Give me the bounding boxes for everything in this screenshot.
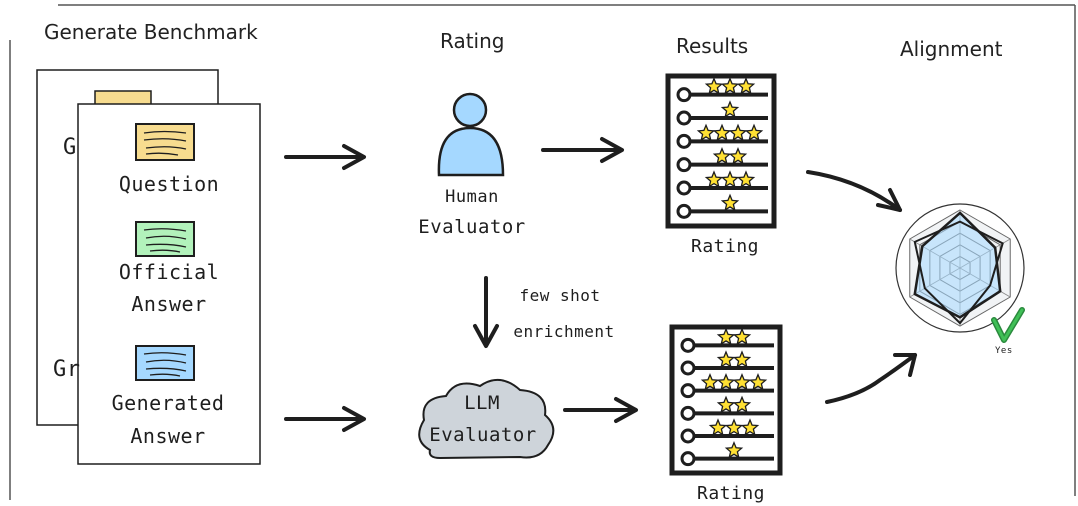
star-icon: [748, 372, 768, 391]
rating-row: [680, 327, 774, 353]
star-icon: [728, 123, 748, 142]
human-evaluator-label-1: Human: [445, 187, 499, 207]
official-answer-label-1: Official: [118, 260, 220, 284]
back-doc-fragment-top: G: [63, 135, 77, 160]
star-icon: [732, 372, 752, 391]
arrow-human-to-results: [541, 137, 624, 163]
star-icon: [732, 327, 752, 346]
star-icon: [732, 395, 752, 414]
star-icon: [712, 123, 732, 142]
radar-chart-icon: [895, 203, 1025, 333]
official-answer-label-2: Answer: [131, 292, 207, 316]
rating-row: [676, 146, 768, 173]
star-icon: [736, 76, 756, 95]
llm-cloud-icon: [418, 379, 555, 460]
star-icon: [724, 418, 744, 436]
llm-evaluator-label-2: Evaluator: [429, 424, 537, 446]
rating-row: [676, 170, 768, 196]
check-icon: [991, 307, 1025, 343]
rating-row: [676, 123, 768, 149]
frame: [9, 4, 1076, 500]
rating-row: [676, 76, 768, 103]
rating-row: [680, 350, 774, 376]
star-icon: [732, 350, 752, 368]
star-icon: [696, 123, 716, 142]
header-rating: Rating: [440, 29, 505, 53]
star-icon: [704, 170, 724, 188]
star-icon: [720, 170, 740, 188]
header-generate-benchmark: Generate Benchmark: [44, 20, 258, 44]
human-evaluator-label-2: Evaluator: [418, 216, 526, 238]
star-icon: [716, 350, 736, 368]
star-icon: [736, 170, 756, 188]
question-label: Question: [118, 172, 220, 196]
generated-answer-label-2: Answer: [130, 424, 206, 448]
header-alignment: Alignment: [900, 37, 1003, 61]
star-icon: [700, 372, 720, 391]
rating-row: [680, 372, 774, 399]
human-evaluator-icon: [437, 92, 505, 177]
results-table-bottom: [669, 324, 783, 476]
star-icon: [708, 418, 728, 436]
arrow-top-results-to-radar: [806, 170, 902, 212]
back-doc-fragment-bottom: Gr: [53, 357, 81, 382]
star-icon: [720, 193, 740, 212]
results-top-label: Rating: [690, 236, 760, 257]
star-icon: [716, 327, 736, 346]
star-icon: [728, 146, 748, 165]
rating-row: [676, 193, 768, 219]
arrow-doc-to-human: [284, 144, 366, 170]
arrow-bottom-results-to-radar: [825, 353, 917, 404]
results-bottom-label: Rating: [696, 483, 766, 504]
star-icon: [712, 146, 732, 165]
star-icon: [716, 395, 736, 414]
rating-row: [680, 440, 774, 467]
star-icon: [704, 76, 724, 95]
arrow-doc-to-llm: [284, 406, 366, 432]
official-answer-note-icon: [135, 221, 195, 257]
rating-row: [680, 418, 774, 444]
rating-row: [680, 395, 774, 421]
fewshot-label-2: enrichment: [513, 322, 615, 341]
star-icon: [720, 100, 740, 118]
llm-evaluator-label-1: LLM: [464, 392, 500, 414]
front-document: [77, 103, 261, 465]
star-icon: [740, 418, 760, 436]
star-icon: [720, 76, 740, 95]
rating-row: [676, 100, 768, 126]
star-icon: [724, 440, 744, 459]
arrow-fewshot-down: [473, 276, 499, 348]
arrow-llm-to-results: [563, 397, 638, 423]
generated-answer-label-1: Generated: [111, 391, 225, 415]
fewshot-label-1: few shot: [519, 286, 601, 305]
results-table-top: [665, 73, 777, 229]
star-icon: [716, 372, 736, 391]
check-label: Yes: [995, 346, 1013, 356]
question-note-icon: [135, 123, 195, 161]
star-icon: [744, 123, 764, 142]
header-results: Results: [676, 34, 749, 58]
generated-answer-note-icon: [135, 345, 195, 381]
